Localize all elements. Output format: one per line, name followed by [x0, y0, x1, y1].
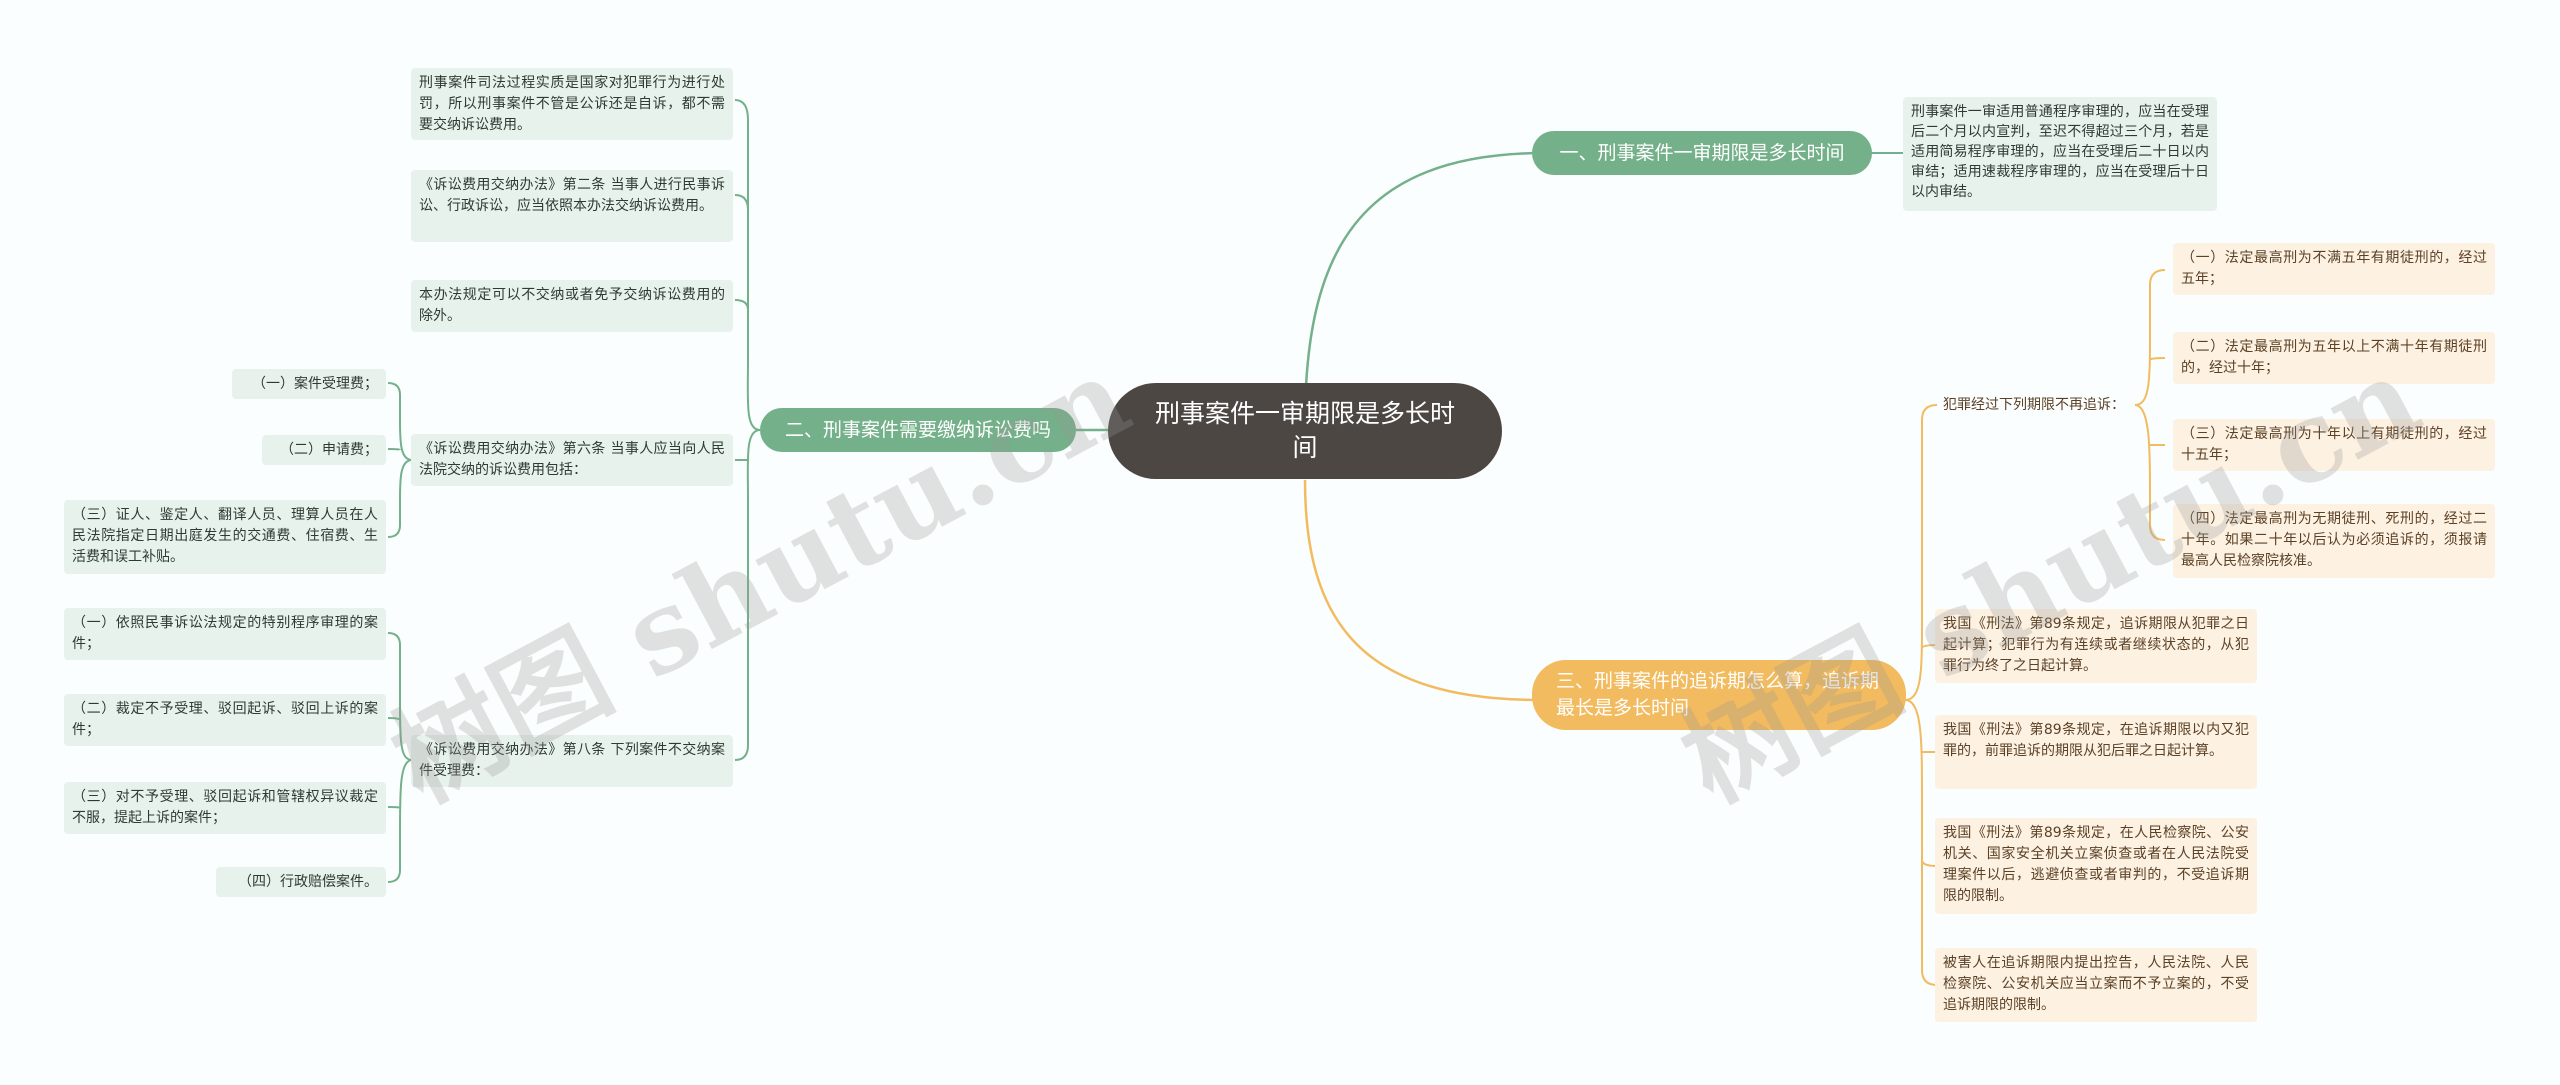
edge-center-branch3 [1303, 479, 1541, 702]
edge-branch3-leaf1 [1921, 644, 1938, 649]
edge-branch3-bracket [1904, 404, 1938, 701]
edge-sub8-2 [387, 717, 401, 721]
branch-2-leaf-3[interactable]: 本办法规定可以不交纳或者免予交纳诉讼费用的除外。 [411, 280, 733, 332]
edge-center-branch1 [1303, 151, 1541, 426]
branch-3-leaf-3[interactable]: 我国《刑法》第89条规定，在人民检察院、公安机关、国家安全机关立案侦查或者在人民… [1935, 818, 2257, 914]
branch-3-leaf-2[interactable]: 我国《刑法》第89条规定，在追诉期限以内又犯罪的，前罪追诉的期限从犯后罪之日起计… [1935, 715, 2257, 789]
edge-periods-bracket [2134, 269, 2166, 406]
edge-branch2-leaf5 [734, 429, 761, 761]
edge-branch2-bracket [734, 99, 761, 431]
branch-3-leaf-1[interactable]: 我国《刑法》第89条规定，追诉期限从犯罪之日起计算；犯罪行为有连续或者继续状态的… [1935, 609, 2257, 683]
period-item-4-text: （四）法定最高刑为无期徒刑、死刑的，经过二十年。如果二十年以后认为必须追诉的，须… [2181, 511, 2487, 569]
branch-3-sublabel[interactable]: 犯罪经过下列期限不再追诉： [1935, 390, 2133, 420]
period-item-1-text: （一）法定最高刑为不满五年有期徒刑的，经过五年； [2181, 250, 2487, 287]
branch-2-label: 二、刑事案件需要缴纳诉讼费吗 [784, 419, 1051, 441]
branch-2-leaf-3-text: 本办法规定可以不交纳或者免予交纳诉讼费用的除外。 [419, 287, 725, 324]
exempt-item-2-text: （二）裁定不予受理、驳回起诉、驳回上诉的案件； [72, 701, 378, 738]
branch-2-leaf-1-text: 刑事案件司法过程实质是国家对犯罪行为进行处罚，所以刑事案件不管是公诉还是自诉，都… [419, 75, 725, 133]
central-topic-label: 刑事案件一审期限是多长时间 [1154, 399, 1455, 462]
branch-1-leaf-text: 刑事案件一审适用普通程序审理的，应当在受理后二个月以内宣判，至迟不得超过三个月，… [1911, 104, 2209, 200]
period-item-2[interactable]: （二）法定最高刑为五年以上不满十年有期徒刑的，经过十年； [2173, 332, 2495, 384]
central-topic[interactable]: 刑事案件一审期限是多长时间 [1108, 383, 1502, 479]
branch-3-label: 三、刑事案件的追诉期怎么算，追诉期最长是多长时间 [1556, 670, 1880, 719]
edge-branch2-leaf2 [734, 194, 749, 211]
branch-1-label: 一、刑事案件一审期限是多长时间 [1559, 142, 1845, 164]
branch-2-leaf-4[interactable]: 《诉讼费用交纳办法》第六条 当事人应当向人民法院交纳的诉讼费用包括： [411, 434, 733, 486]
fee-item-1[interactable]: （一）案件受理费； [232, 369, 386, 399]
exempt-item-3-text: （三）对不予受理、驳回起诉和管辖权异议裁定不服，提起上诉的案件； [72, 789, 378, 826]
period-item-3[interactable]: （三）法定最高刑为十年以上有期徒刑的，经过十五年； [2173, 419, 2495, 471]
branch-node-3[interactable]: 三、刑事案件的追诉期怎么算，追诉期最长是多长时间 [1532, 660, 1906, 730]
edge-sub8-3 [387, 806, 401, 809]
branch-node-1[interactable]: 一、刑事案件一审期限是多长时间 [1532, 131, 1872, 175]
branch-1-leaf[interactable]: 刑事案件一审适用普通程序审理的，应当在受理后二个月以内宣判，至迟不得超过三个月，… [1903, 97, 2217, 211]
branch-node-2[interactable]: 二、刑事案件需要缴纳诉讼费吗 [760, 408, 1076, 452]
exempt-item-1-text: （一）依照民事诉讼法规定的特别程序审理的案件； [72, 615, 378, 652]
branch-3-leaf-2-text: 我国《刑法》第89条规定，在追诉期限以内又犯罪的，前罪追诉的期限从犯后罪之日起计… [1943, 722, 2249, 759]
branch-2-leaf-5-text: 《诉讼费用交纳办法》第八条 下列案件不交纳案件受理费： [419, 742, 725, 779]
exempt-item-2[interactable]: （二）裁定不予受理、驳回起诉、驳回上诉的案件； [64, 694, 386, 746]
period-item-1[interactable]: （一）法定最高刑为不满五年有期徒刑的，经过五年； [2173, 243, 2495, 295]
branch-2-leaf-1[interactable]: 刑事案件司法过程实质是国家对犯罪行为进行处罚，所以刑事案件不管是公诉还是自诉，都… [411, 68, 733, 140]
branch-2-leaf-4-text: 《诉讼费用交纳办法》第六条 当事人应当向人民法院交纳的诉讼费用包括： [419, 441, 725, 478]
exempt-item-4[interactable]: （四）行政赔偿案件。 [216, 867, 386, 897]
edge-sub8-4 [387, 759, 413, 883]
period-item-2-text: （二）法定最高刑为五年以上不满十年有期徒刑的，经过十年； [2181, 339, 2487, 376]
fee-item-3[interactable]: （三）证人、鉴定人、翻译人员、理算人员在人民法院指定日期出庭发生的交通费、住宿费… [64, 500, 386, 574]
branch-2-leaf-5[interactable]: 《诉讼费用交纳办法》第八条 下列案件不交纳案件受理费： [411, 735, 733, 787]
edge-branch3-leaf4 [1904, 699, 1938, 986]
edge-sub6-2 [387, 448, 401, 451]
branch-3-sublabel-text: 犯罪经过下列期限不再追诉： [1943, 397, 2125, 413]
branch-3-leaf-3-text: 我国《刑法》第89条规定，在人民检察院、公安机关、国家安全机关立案侦查或者在人民… [1943, 825, 2249, 904]
edge-sub8-bracket [387, 632, 413, 761]
branch-3-leaf-1-text: 我国《刑法》第89条规定，追诉期限从犯罪之日起计算；犯罪行为有连续或者继续状态的… [1943, 616, 2249, 674]
edge-periods-2 [2149, 357, 2166, 361]
edge-periods-4 [2134, 404, 2166, 541]
exempt-item-1[interactable]: （一）依照民事诉讼法规定的特别程序审理的案件； [64, 608, 386, 660]
fee-item-2[interactable]: （二）申请费； [262, 435, 386, 465]
branch-2-leaf-2[interactable]: 《诉讼费用交纳办法》第二条 当事人进行民事诉讼、行政诉讼，应当依照本办法交纳诉讼… [411, 170, 733, 242]
exempt-item-4-text: （四）行政赔偿案件。 [238, 874, 378, 890]
branch-3-leaf-4[interactable]: 被害人在追诉期限内提出控告，人民法院、人民检察院、公安机关应当立案而不予立案的，… [1935, 948, 2257, 1022]
period-item-3-text: （三）法定最高刑为十年以上有期徒刑的，经过十五年； [2181, 426, 2487, 463]
branch-2-leaf-2-text: 《诉讼费用交纳办法》第二条 当事人进行民事诉讼、行政诉讼，应当依照本办法交纳诉讼… [419, 177, 725, 214]
fee-item-2-text: （二）申请费； [280, 442, 378, 458]
period-item-4[interactable]: （四）法定最高刑为无期徒刑、死刑的，经过二十年。如果二十年以后认为必须追诉的，须… [2173, 504, 2495, 578]
edge-branch2-leaf3 [734, 299, 749, 311]
edge-sub6-bracket [387, 382, 413, 461]
fee-item-1-text: （一）案件受理费； [252, 376, 378, 392]
branch-3-leaf-4-text: 被害人在追诉期限内提出控告，人民法院、人民检察院、公安机关应当立案而不予立案的，… [1943, 955, 2249, 1013]
edge-sub6-3 [387, 459, 413, 538]
exempt-item-3[interactable]: （三）对不予受理、驳回起诉和管辖权异议裁定不服，提起上诉的案件； [64, 782, 386, 834]
fee-item-3-text: （三）证人、鉴定人、翻译人员、理算人员在人民法院指定日期出庭发生的交通费、住宿费… [72, 507, 378, 565]
